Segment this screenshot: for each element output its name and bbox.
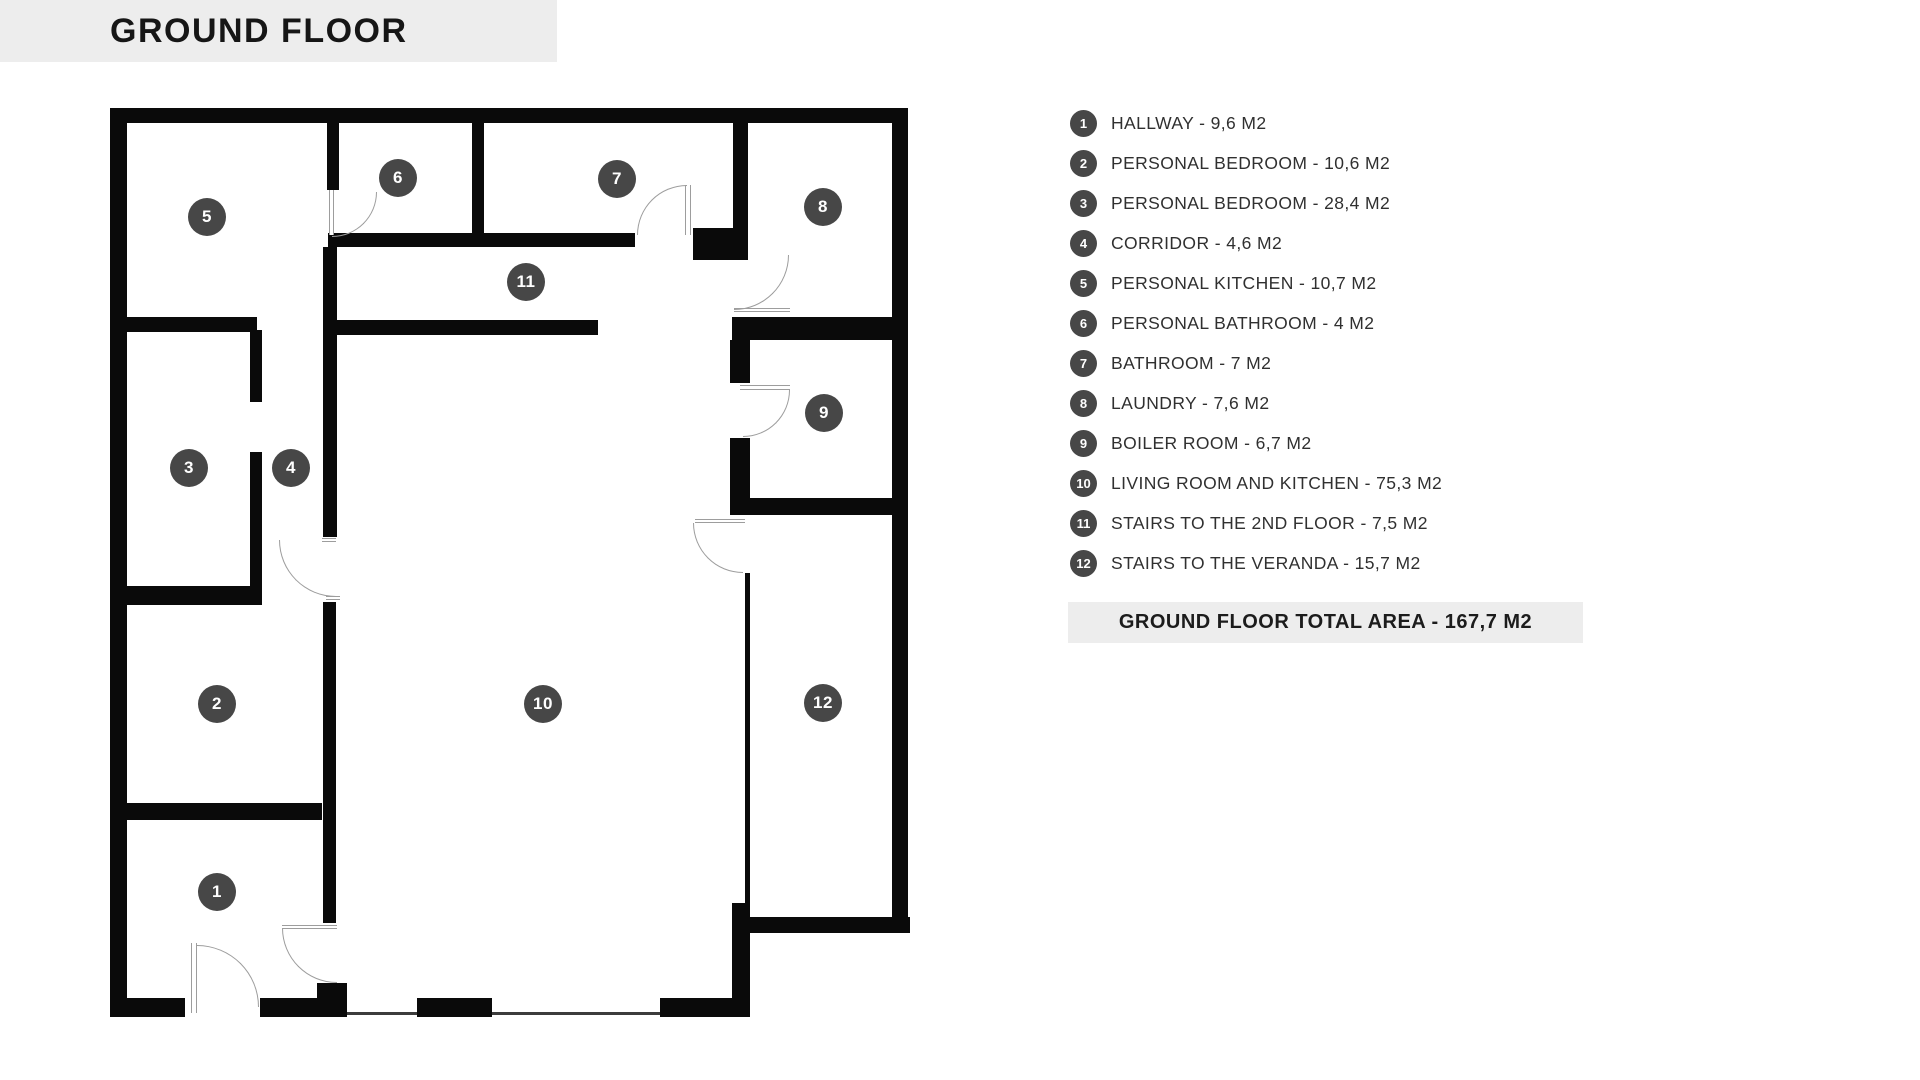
floor-plan: 1 2 3 4 5 6 7 8 9 10 11 12 [110, 108, 910, 1017]
door-leaf [734, 308, 790, 312]
wall-corridor-right-upper [323, 247, 337, 537]
wall-room3-room4-upper [250, 330, 262, 402]
room-badge-4: 4 [272, 449, 310, 487]
legend-item-label: PERSONAL BEDROOM - 28,4 M2 [1111, 192, 1391, 213]
wall-exterior-top [110, 108, 908, 123]
title-banner: GROUND FLOOR [0, 0, 557, 62]
wall-room6-room7 [472, 123, 484, 235]
room-badge-2: 2 [198, 685, 236, 723]
legend-item: 12 STAIRS TO THE VERANDA - 15,7 M2 [1070, 543, 1442, 583]
legend-number-badge: 12 [1070, 549, 1097, 577]
door-arc-entrance [197, 945, 259, 1007]
wall-room10-room12-thin [745, 573, 750, 903]
wall-room9-left-upper [730, 340, 750, 383]
legend-number-badge: 8 [1070, 389, 1097, 417]
door-arc-room6 [332, 192, 377, 237]
wall-room3-room4-lower [250, 452, 262, 588]
door-leaf [695, 519, 745, 523]
room-badge-1: 1 [198, 873, 236, 911]
legend-item: 11 STAIRS TO THE 2ND FLOOR - 7,5 M2 [1070, 503, 1442, 543]
legend-item-label: PERSONAL BEDROOM - 10,6 M2 [1111, 152, 1391, 173]
wall-exterior-bottom-seg [260, 998, 347, 1017]
total-area-label: GROUND FLOOR TOTAL AREA - 167,7 M2 [1118, 611, 1533, 633]
room-badge-6: 6 [379, 159, 417, 197]
wall-room9-left-lower [730, 438, 750, 515]
window-sill [492, 1012, 660, 1015]
legend-item-label: BATHROOM - 7 M2 [1111, 352, 1272, 373]
door-arc-room1-to-living [282, 928, 337, 983]
legend-number-badge: 7 [1070, 349, 1097, 377]
wall-room2-room1 [110, 803, 322, 820]
wall-below-room5 [118, 317, 257, 332]
legend-number-badge: 6 [1070, 309, 1097, 337]
wall-room9-bottom [750, 498, 908, 515]
wall-exterior-bottom-seg [417, 998, 492, 1017]
door-leaf [191, 943, 197, 1013]
wall-room8-room9 [732, 317, 908, 340]
room-badge-12: 12 [804, 684, 842, 722]
door-arc-room8 [734, 255, 789, 310]
wall-exterior-left [110, 108, 127, 1017]
wall-room7-room8 [733, 108, 748, 228]
legend-item: 7 BATHROOM - 7 M2 [1070, 343, 1442, 383]
door-leaf [740, 385, 790, 390]
total-area-bar: GROUND FLOOR TOTAL AREA - 167,7 M2 [1068, 602, 1583, 643]
legend-item: 5 PERSONAL KITCHEN - 10,7 M2 [1070, 263, 1442, 303]
room-badge-7: 7 [598, 160, 636, 198]
room-badge-8: 8 [804, 188, 842, 226]
room-legend: 1 HALLWAY - 9,6 M2 2 PERSONAL BEDROOM - 10,… [1070, 103, 1442, 583]
room-badge-11: 11 [507, 263, 545, 301]
wall-corridor-right-lower [323, 602, 336, 923]
wall-stairs-bottom [324, 320, 598, 335]
legend-number-badge: 5 [1070, 269, 1097, 297]
legend-item-label: PERSONAL KITCHEN - 10,7 M2 [1111, 272, 1377, 293]
wall-exterior-right [892, 108, 908, 933]
page-title: GROUND FLOOR [110, 12, 408, 50]
legend-number-badge: 4 [1070, 229, 1097, 257]
legend-item: 2 PERSONAL BEDROOM - 10,6 M2 [1070, 143, 1442, 183]
wall-bottom-pillar [317, 983, 347, 1002]
legend-item: 9 BOILER ROOM - 6,7 M2 [1070, 423, 1442, 463]
window-sill [347, 1012, 417, 1015]
door-arc-room12 [693, 523, 743, 573]
legend-item: 1 HALLWAY - 9,6 M2 [1070, 103, 1442, 143]
legend-item-label: STAIRS TO THE 2ND FLOOR - 7,5 M2 [1111, 512, 1428, 533]
legend-item-label: LIVING ROOM AND KITCHEN - 75,3 M2 [1111, 472, 1443, 493]
door-arc-corridor [279, 540, 336, 597]
legend-item: 6 PERSONAL BATHROOM - 4 M2 [1070, 303, 1442, 343]
wall-vestibule-block [693, 228, 748, 260]
legend-item-label: CORRIDOR - 4,6 M2 [1111, 232, 1283, 253]
room-badge-9: 9 [805, 394, 843, 432]
wall-room5-room6 [327, 123, 339, 190]
legend-item-label: STAIRS TO THE VERANDA - 15,7 M2 [1111, 552, 1421, 573]
legend-item-label: LAUNDRY - 7,6 M2 [1111, 392, 1270, 413]
room-badge-3: 3 [170, 449, 208, 487]
room-badge-5: 5 [188, 198, 226, 236]
legend-item-label: HALLWAY - 9,6 M2 [1111, 112, 1267, 133]
legend-number-badge: 3 [1070, 189, 1097, 217]
room-badge-10: 10 [524, 685, 562, 723]
wall-stairs-top [328, 233, 635, 247]
legend-item: 8 LAUNDRY - 7,6 M2 [1070, 383, 1442, 423]
door-arc-room7 [637, 185, 687, 235]
legend-item: 10 LIVING ROOM AND KITCHEN - 75,3 M2 [1070, 463, 1442, 503]
legend-number-badge: 9 [1070, 429, 1097, 457]
door-arc-room9 [743, 390, 790, 437]
legend-number-badge: 10 [1070, 469, 1097, 497]
legend-item-label: BOILER ROOM - 6,7 M2 [1111, 432, 1312, 453]
wall-below-room3 [118, 586, 262, 605]
wall-exterior-bottom-seg [110, 998, 185, 1017]
legend-number-badge: 2 [1070, 149, 1097, 177]
wall-room12-bottom [750, 917, 910, 933]
legend-number-badge: 11 [1070, 509, 1097, 537]
legend-item: 3 PERSONAL BEDROOM - 28,4 M2 [1070, 183, 1442, 223]
wall-exterior-bottom-seg [660, 998, 750, 1017]
legend-item-label: PERSONAL BATHROOM - 4 M2 [1111, 312, 1375, 333]
wall-room12-left-block [732, 903, 750, 1017]
legend-item: 4 CORRIDOR - 4,6 M2 [1070, 223, 1442, 263]
legend-number-badge: 1 [1070, 109, 1097, 137]
